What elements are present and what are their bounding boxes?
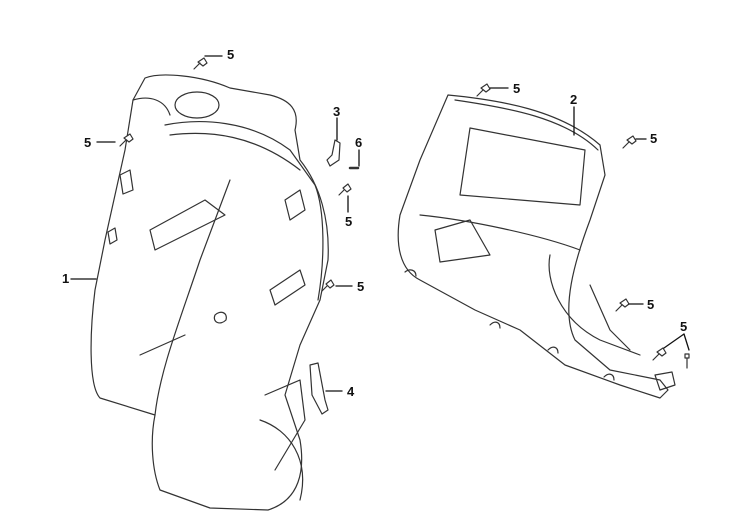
leader-lines [70,55,690,392]
screws [119,57,690,369]
front-cover-part [90,74,329,511]
callout-label-3: 3 [333,104,341,119]
callout-label-5-right-lower: 5 [647,297,655,312]
callout-label-5-right-bottom: 5 [680,319,688,334]
plate-part [309,362,329,415]
bracket-part [326,139,341,167]
callout-label-5-lower: 5 [357,279,365,294]
callout-label-2: 2 [570,92,578,107]
callout-label-1: 1 [62,271,70,286]
callout-label-5-right: 5 [650,131,658,146]
inner-leg-shield-part [397,94,676,399]
callout-label-5-left: 5 [84,135,92,150]
callout-label-6: 6 [355,135,363,150]
callout-label-5-mid: 5 [345,214,353,229]
callout-label-4: 4 [347,384,355,399]
callout-label-5-right-top: 5 [513,81,521,96]
callout-label-5-top: 5 [227,47,235,62]
